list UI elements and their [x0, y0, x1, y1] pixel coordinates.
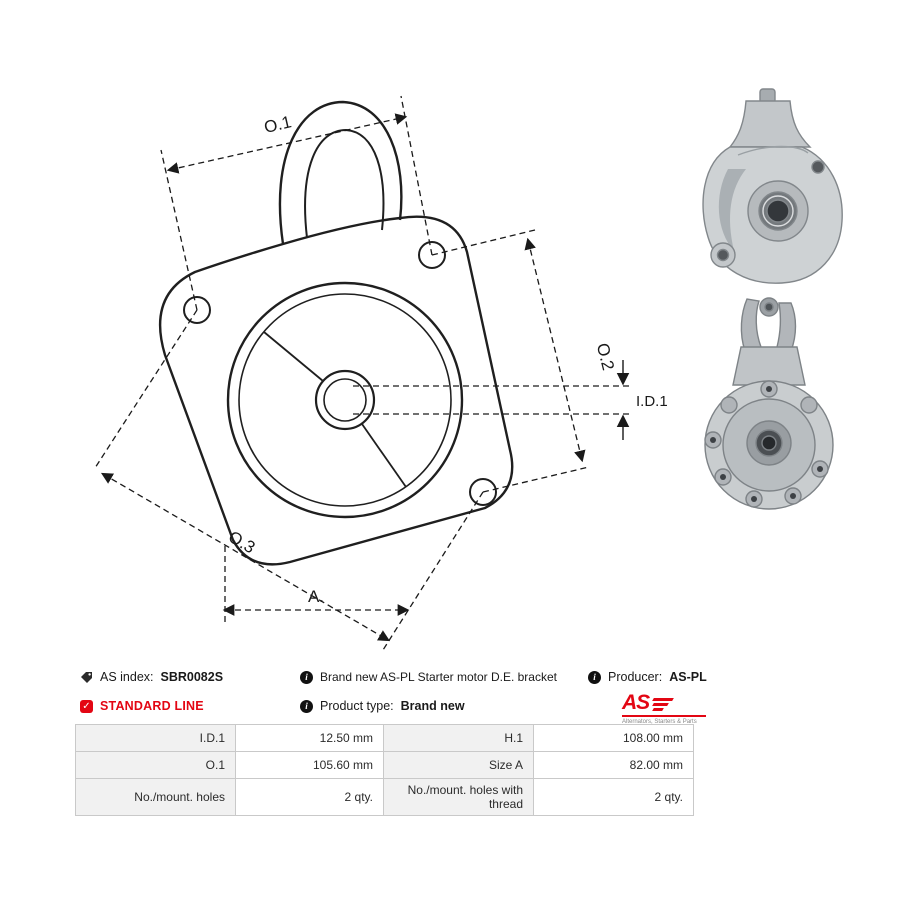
logo-as-text: AS [622, 691, 650, 714]
sector-line-upper [263, 331, 324, 382]
photo2-bolt-holes [710, 386, 823, 502]
photo1-lug-hole [716, 248, 730, 262]
bore-inner-circle [238, 293, 452, 507]
photo2-fork-left [740, 298, 762, 352]
product-photo-side [704, 297, 834, 510]
logo-subtitle: Alternators, Starters & Parts [622, 719, 697, 725]
dim-label-a: A. [308, 587, 324, 606]
ext-line-o1-right [400, 95, 433, 256]
producer-value: AS-PL [669, 670, 707, 684]
photo1-bearing-hole [766, 199, 790, 223]
mount-hole-bottom-right [469, 478, 497, 506]
dim-line-o2 [524, 237, 586, 463]
photo2-neck [732, 346, 806, 386]
product-photo-top [702, 88, 843, 284]
product-type-value: Brand new [400, 699, 465, 713]
bracket-outline [158, 215, 514, 566]
standard-line-label: STANDARD LINE [100, 699, 204, 713]
table-row: I.D.1 12.50 mm H.1 108.00 mm [75, 724, 694, 752]
dim-label-id1: I.D.1 [636, 393, 668, 410]
product-type-row: i Product type: Brand new [300, 699, 465, 713]
info-icon: i [588, 670, 601, 684]
ext-line-o2-bottom [482, 466, 590, 493]
spec-key: Size A [383, 751, 534, 779]
spec-value: 105.60 mm [235, 751, 384, 779]
photo1-bearing-highlight [762, 195, 794, 227]
spec-key: I.D.1 [75, 724, 236, 752]
description-row: i Brand new AS-PL Starter motor D.E. bra… [300, 670, 557, 684]
photo1-side-hole [811, 160, 825, 174]
dim-line-o1 [166, 113, 408, 174]
dim-line-o3 [100, 472, 391, 642]
info-icon: i [300, 699, 313, 713]
spec-value: 12.50 mm [235, 724, 384, 752]
photo2-fork-right [776, 302, 797, 352]
table-row: O.1 105.60 mm Size A 82.00 mm [75, 751, 694, 779]
tag-icon [80, 671, 93, 684]
product-type-label: Product type: [320, 699, 394, 713]
spec-value: 108.00 mm [533, 724, 694, 752]
shaft-hole-outer [314, 369, 376, 431]
photo1-edge-line [737, 145, 809, 156]
spec-key: O.1 [75, 751, 236, 779]
photo1-recess-shadow [718, 169, 746, 251]
shaft-hole-inner [323, 378, 367, 422]
spec-key: No./mount. holes [75, 778, 236, 816]
producer-label: Producer: [608, 670, 663, 684]
as-index-label: AS index: [100, 670, 154, 684]
ext-line-o1-left [160, 149, 198, 311]
standard-line-row: ✓ STANDARD LINE [80, 699, 204, 713]
ext-line-o3-top [94, 309, 198, 469]
dim-label-o2: O.2 [593, 341, 618, 372]
spec-value: 82.00 mm [533, 751, 694, 779]
logo-rule [622, 715, 706, 717]
spec-key: No./mount. holes with thread [383, 778, 534, 816]
logo-speed-lines [652, 698, 675, 713]
photo1-neck [728, 100, 812, 148]
ext-line-o2-top [431, 229, 536, 256]
specs-table: I.D.1 12.50 mm H.1 108.00 mm O.1 105.60 … [75, 724, 694, 816]
ext-line-o3-bottom [382, 491, 484, 651]
mount-hole-top-right [418, 241, 446, 269]
photo2-pivot-hole [764, 302, 774, 312]
table-row: No./mount. holes 2 qty. No./mount. holes… [75, 778, 694, 816]
spec-key: H.1 [383, 724, 534, 752]
as-index-value: SBR0082S [160, 670, 224, 684]
producer-row: i Producer: AS-PL [588, 670, 707, 684]
photo2-hub-hole [761, 435, 777, 451]
check-icon: ✓ [80, 699, 93, 713]
mount-hole-left [183, 296, 211, 324]
bore-outer-circle [226, 281, 464, 519]
dim-label-o1: O.1 [262, 112, 293, 137]
product-description: Brand new AS-PL Starter motor D.E. brack… [320, 670, 557, 684]
technical-drawing: O.1 O.2 I.D.1 O.3 A. [94, 95, 668, 651]
as-index-row: AS index: SBR0082S [80, 670, 223, 684]
info-icon: i [300, 670, 313, 684]
sector-line-lower [361, 423, 407, 488]
spec-value: 2 qty. [235, 778, 384, 816]
as-pl-logo: AS Alternators, Starters & Parts [622, 692, 706, 725]
spec-value: 2 qty. [533, 778, 694, 816]
